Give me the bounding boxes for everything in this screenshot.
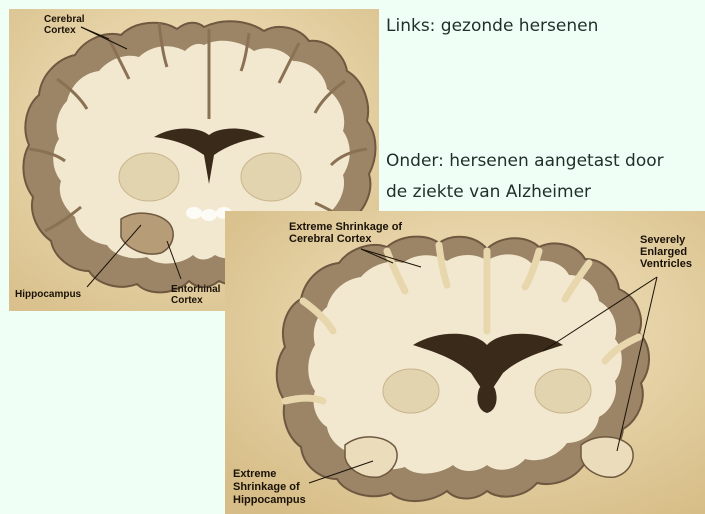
healthy-structure-mid (201, 209, 217, 221)
alzheimer-right-nucleus (535, 369, 591, 413)
label-cerebral-cortex-2: Cortex (44, 25, 76, 36)
label-extreme-shrinkage-hippocampus-3: Hippocampus (233, 494, 306, 506)
caption-healthy: Links: gezonde hersenen (386, 11, 598, 42)
label-extreme-shrinkage-cortex-2: Cerebral Cortex (289, 233, 372, 245)
caption-alzheimer: Onder: hersenen aangetast door de ziekte… (386, 146, 664, 208)
label-entorhinal-1: Entorhinal (171, 284, 221, 295)
label-entorhinal-2: Cortex (171, 295, 203, 306)
label-ventricles-1: Severely (640, 234, 686, 246)
alzheimer-brain-illustration: Extreme Shrinkage of Cerebral Cortex Sev… (225, 211, 705, 514)
caption-alzheimer-line-2: de ziekte van Alzheimer (386, 177, 664, 208)
label-extreme-shrinkage-cortex-1: Extreme Shrinkage of (289, 221, 402, 233)
label-ventricles-3: Ventricles (640, 258, 692, 270)
caption-alzheimer-line-1: Onder: hersenen aangetast door (386, 146, 664, 177)
healthy-structure-left (186, 207, 202, 219)
alzheimer-left-nucleus (383, 369, 439, 413)
alzheimer-brain-svg: Extreme Shrinkage of Cerebral Cortex Sev… (225, 211, 705, 514)
label-hippocampus: Hippocampus (15, 289, 82, 300)
healthy-left-nucleus (119, 153, 179, 201)
label-extreme-shrinkage-hippocampus-2: Shrinkage of (233, 481, 300, 493)
label-extreme-shrinkage-hippocampus-1: Extreme (233, 468, 276, 480)
label-ventricles-2: Enlarged (640, 246, 687, 258)
label-cerebral-cortex-1: Cerebral (44, 14, 85, 25)
healthy-right-nucleus (241, 153, 301, 201)
